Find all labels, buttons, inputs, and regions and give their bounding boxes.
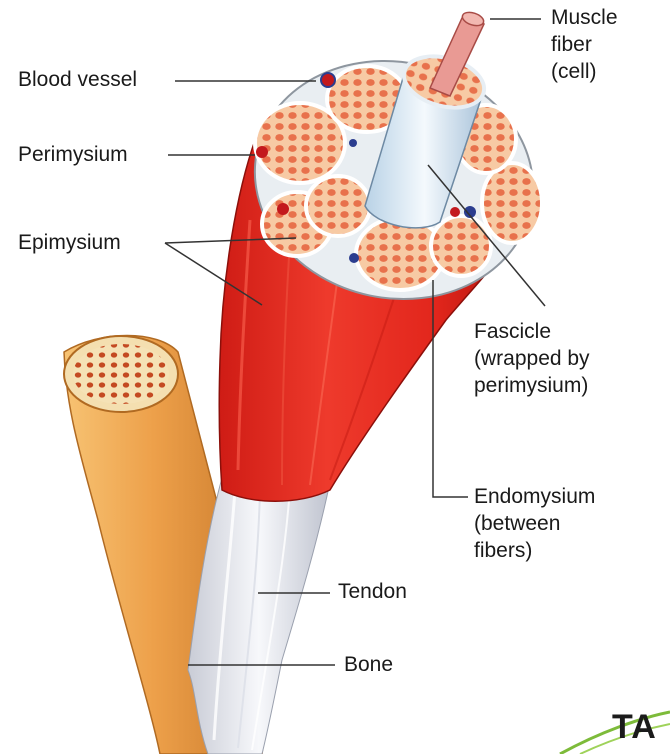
label-perimysium: Perimysium bbox=[18, 141, 128, 168]
label-blood-vessel: Blood vessel bbox=[18, 66, 137, 93]
label-fascicle: Fascicle (wrapped by perimysium) bbox=[474, 318, 590, 399]
label-muscle-fiber: Muscle fiber (cell) bbox=[551, 4, 618, 85]
label-tendon: Tendon bbox=[338, 578, 407, 605]
logo-text: TA bbox=[612, 708, 670, 754]
label-bone: Bone bbox=[344, 651, 393, 678]
label-endomysium: Endomysium (between fibers) bbox=[474, 483, 595, 564]
label-epimysium: Epimysium bbox=[18, 229, 121, 256]
